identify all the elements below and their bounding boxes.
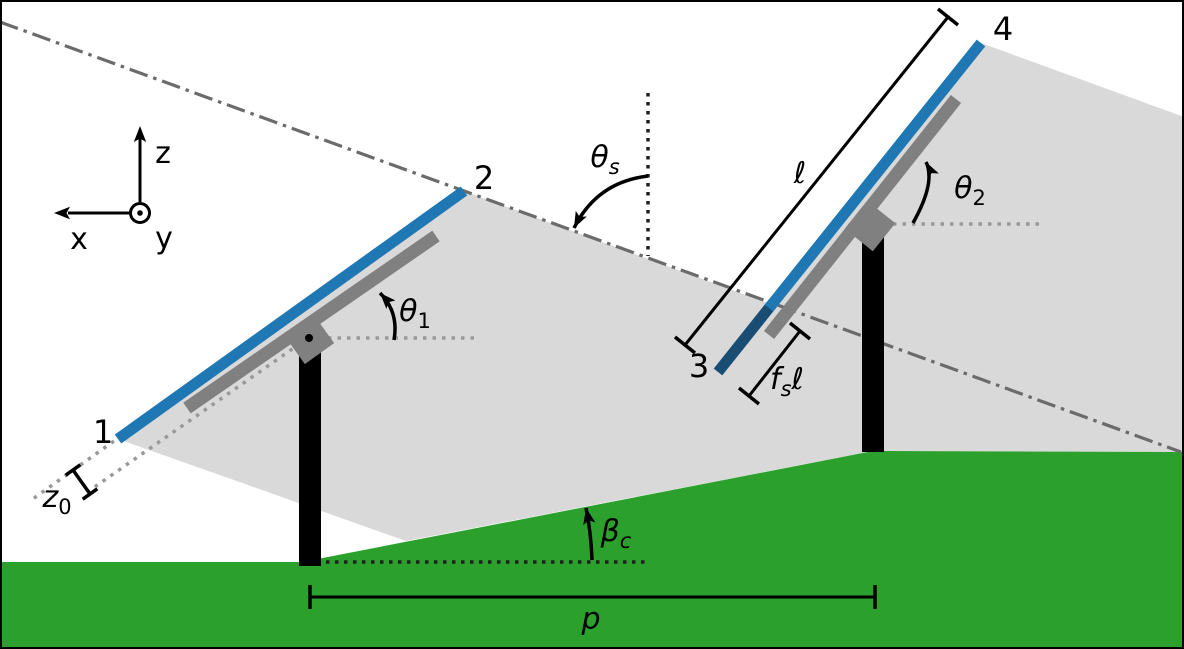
theta1-arrowhead (380, 293, 396, 309)
panel2-post (862, 235, 884, 452)
panel1-frame (183, 230, 440, 414)
shaded-fraction-dimension (737, 321, 812, 406)
y-axis-label: y (155, 221, 173, 256)
beta-c-arrowhead (583, 508, 596, 525)
sun-ray-line (0, 20, 1182, 454)
panel1-module (114, 186, 468, 444)
panel-length-label: ℓ (793, 156, 806, 191)
shadow-region (118, 43, 1184, 541)
theta1-label: θ1 (399, 294, 431, 333)
z0-dimension (64, 463, 99, 501)
z-axis-arrowhead (133, 126, 147, 142)
z-axis-label: z (155, 136, 171, 171)
pitch-label: p (580, 602, 600, 637)
coordinate-axes (54, 126, 151, 224)
panel2-frame (763, 94, 962, 340)
panel1-post (299, 345, 321, 566)
theta-s-arrowhead (574, 210, 587, 228)
beta-c-label: βc (600, 514, 632, 553)
panel1-pivot-dot (305, 334, 313, 342)
corner-label-1: 1 (93, 413, 113, 451)
z0-panel-extension-guide (28, 439, 116, 503)
panel-length-dimension (673, 7, 960, 355)
panel2-module (764, 39, 986, 312)
y-axis-center-dot (137, 210, 143, 216)
theta-s-label: θs (590, 140, 619, 179)
theta2-arrowhead (926, 162, 939, 180)
theta2-label: θ2 (954, 171, 986, 210)
x-axis-arrowhead (54, 206, 70, 220)
corner-label-2: 2 (474, 159, 494, 197)
pitch-dimension (308, 585, 877, 609)
z0-pivot-parallel-guide (84, 336, 310, 495)
corner-label-3: 3 (689, 347, 709, 385)
x-axis-label: x (70, 222, 88, 257)
corner-label-4: 4 (993, 10, 1013, 48)
z0-label: z0 (41, 480, 71, 519)
panel2-shaded-segment (713, 299, 778, 376)
